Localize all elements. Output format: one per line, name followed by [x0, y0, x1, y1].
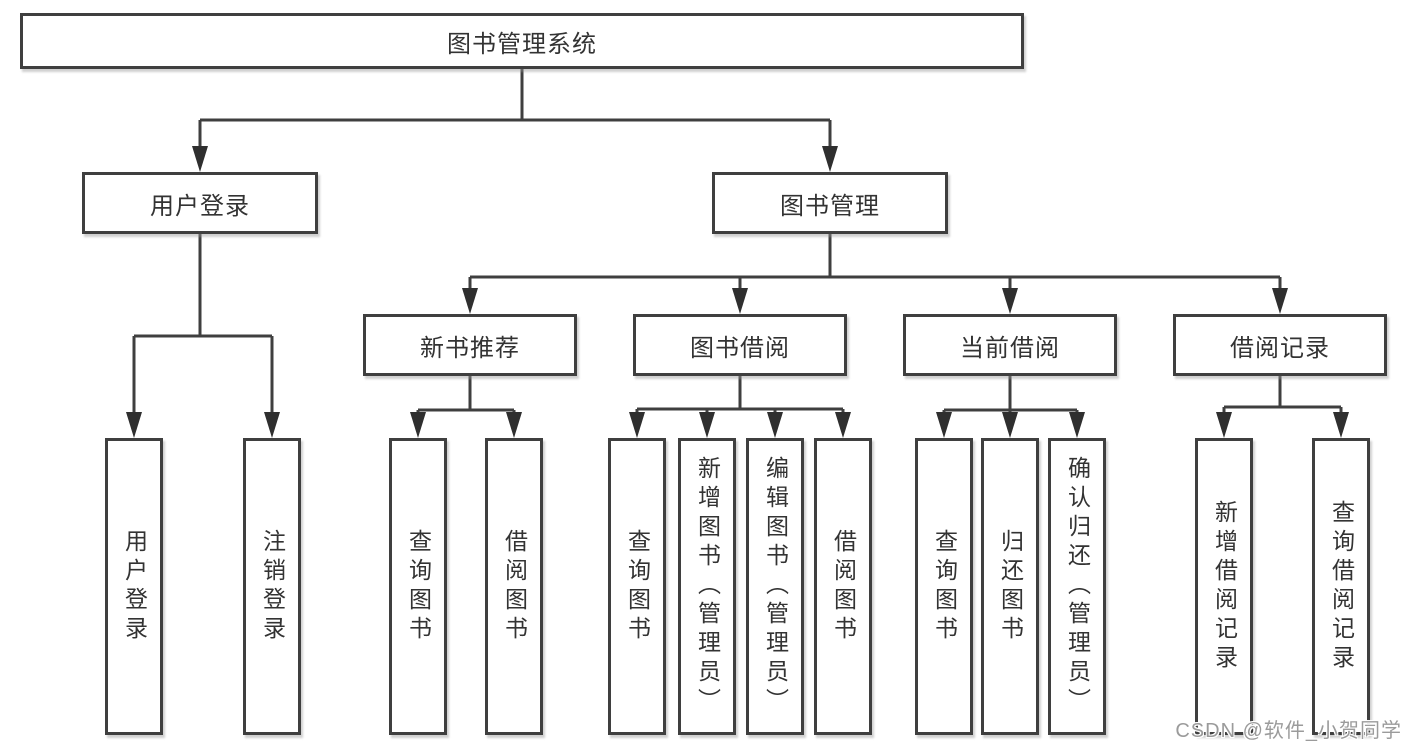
leaf-logout-login: 注销登录 — [243, 438, 301, 735]
leaf-user-login-label: 用户登录 — [121, 528, 148, 645]
leaf-record-query-borrow-record-label: 查询借阅记录 — [1328, 499, 1355, 674]
leaf-logout-login-label: 注销登录 — [259, 528, 286, 645]
leaf-borrow-query-books: 查询图书 — [608, 438, 666, 735]
leaf-user-login: 用户登录 — [105, 438, 163, 735]
node-book-borrow: 图书借阅 — [633, 314, 847, 376]
watermark-text: CSDN @软件_小贺同学 — [1175, 720, 1402, 742]
leaf-current-query-books-label: 查询图书 — [931, 528, 958, 645]
node-current-borrow: 当前借阅 — [903, 314, 1117, 376]
leaf-record-add-borrow-record: 新增借阅记录 — [1195, 438, 1253, 735]
leaf-record-query-borrow-record: 查询借阅记录 — [1312, 438, 1370, 735]
leaf-current-confirm-return-admin: 确认归还（管理员） — [1048, 438, 1106, 735]
node-user-login: 用户登录 — [82, 172, 318, 234]
edge-root-to-level2 — [198, 69, 832, 152]
node-root-label: 图书管理系统 — [447, 30, 597, 58]
leaf-current-return-books-label: 归还图书 — [997, 528, 1024, 645]
leaf-recommend-query-books-label: 查询图书 — [405, 528, 432, 645]
leaf-borrow-edit-books-admin-label: 编辑图书（管理员） — [762, 456, 789, 717]
node-current-borrow-label: 当前借阅 — [960, 334, 1060, 362]
edge-userlogin-to-leaves — [132, 234, 274, 418]
node-new-book-recommend: 新书推荐 — [363, 314, 577, 376]
node-borrow-record-label: 借阅记录 — [1230, 334, 1330, 362]
leaf-recommend-query-books: 查询图书 — [389, 438, 447, 735]
leaf-current-confirm-return-admin-label: 确认归还（管理员） — [1064, 456, 1091, 717]
edge-borrow-to-leaves — [635, 376, 845, 420]
leaf-borrow-borrow-books: 借阅图书 — [814, 438, 872, 735]
leaf-current-return-books: 归还图书 — [981, 438, 1039, 735]
leaf-record-add-borrow-record-label: 新增借阅记录 — [1211, 499, 1238, 674]
leaf-borrow-borrow-books-label: 借阅图书 — [830, 528, 857, 645]
leaf-borrow-query-books-label: 查询图书 — [624, 528, 651, 645]
leaf-borrow-edit-books-admin: 编辑图书（管理员） — [746, 438, 804, 735]
leaf-recommend-borrow-books: 借阅图书 — [485, 438, 543, 735]
node-book-management-label: 图书管理 — [780, 192, 880, 220]
leaf-recommend-borrow-books-label: 借阅图书 — [501, 528, 528, 645]
node-new-book-recommend-label: 新书推荐 — [420, 334, 520, 362]
leaf-current-query-books: 查询图书 — [915, 438, 973, 735]
leaf-borrow-add-books-admin: 新增图书（管理员） — [678, 438, 736, 735]
node-borrow-record: 借阅记录 — [1173, 314, 1387, 376]
node-root-system: 图书管理系统 — [20, 13, 1024, 69]
node-book-borrow-label: 图书借阅 — [690, 334, 790, 362]
edge-recommend-to-leaves — [416, 376, 516, 420]
edge-record-to-leaves — [1222, 376, 1343, 420]
edge-bookmgmt-to-level3 — [468, 234, 1282, 294]
leaf-borrow-add-books-admin-label: 新增图书（管理员） — [694, 456, 721, 717]
node-user-login-label: 用户登录 — [150, 192, 250, 220]
node-book-management: 图书管理 — [712, 172, 948, 234]
